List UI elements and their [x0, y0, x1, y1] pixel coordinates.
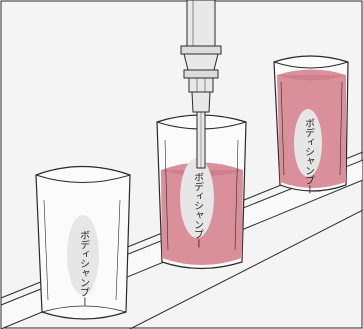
cup-label: ボディシャンプー: [303, 118, 315, 194]
full-cup: ボディシャンプー: [274, 56, 348, 194]
empty-cup: ボディシャンプー: [36, 167, 130, 320]
cup-label: ボディシャンプー: [192, 172, 204, 248]
cup-label: ボディシャンプー: [78, 230, 90, 306]
